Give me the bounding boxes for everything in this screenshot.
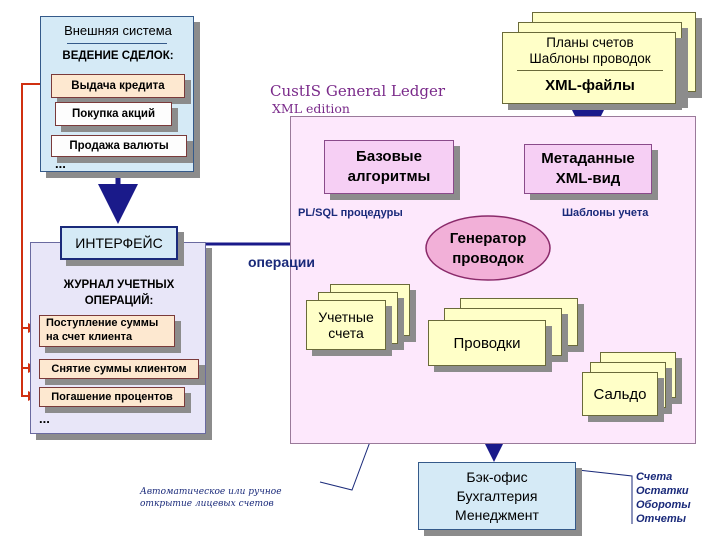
base-algorithms-box: Базовые алгоритмы [324, 140, 454, 194]
outputs-bracket [577, 469, 633, 524]
note-line: открытие лицевых счетов [140, 499, 274, 509]
external-operation: Выдача кредита [51, 74, 185, 98]
algorithms-line: Базовые [356, 148, 422, 165]
algorithms-line: алгоритмы [347, 168, 431, 185]
plsql-label: PL/SQL процедуры [298, 207, 403, 219]
backoffice-output: Остатки [636, 485, 689, 497]
generator-line: Генератор [450, 230, 526, 247]
journal-panel: ЖУРНАЛ УЧЕТНЫХ ОПЕРАЦИЙ: Поступление сум… [30, 242, 206, 434]
journal-operation: Погашение процентов [39, 387, 185, 407]
plans-divider [517, 70, 663, 71]
templates-label: Шаблоны учета [562, 207, 649, 219]
generator-shape [425, 215, 551, 281]
journal-more-indicator: ... [39, 411, 50, 426]
general-ledger-title: CustIS General Ledger [270, 82, 445, 100]
backoffice-output: Счета [636, 471, 673, 483]
plans-format: XML-файлы [545, 77, 635, 94]
metadata-box: Метаданные XML-вид [524, 144, 652, 194]
journal-operation-line: Поступление суммы [46, 317, 159, 329]
backoffice-line: Бэк-офис [466, 468, 528, 485]
external-system-panel: Внешняя система ВЕДЕНИЕ СДЕЛОК: Выдача к… [40, 16, 194, 172]
accounts-line: Учетные [318, 309, 374, 325]
balance-box: Сальдо [582, 372, 658, 416]
backoffice-outputs: Счета Остатки Обороты Отчеты [636, 470, 691, 526]
plans-box: Планы счетов Шаблоны проводок XML-файлы [502, 32, 676, 104]
external-system-subtitle: ВЕДЕНИЕ СДЕЛОК: [62, 50, 174, 62]
operations-label: операции [248, 254, 315, 270]
interface-box: ИНТЕРФЕЙС [60, 226, 178, 260]
plans-line: Шаблоны проводок [529, 51, 651, 66]
accounts-line: счета [328, 325, 364, 341]
general-ledger-subtitle: XML edition [272, 101, 350, 116]
accounts-opening-note: Автоматическое или ручное открытие лицев… [140, 486, 282, 510]
journal-title-line: ОПЕРАЦИЙ: [84, 295, 154, 307]
backoffice-output: Отчеты [636, 513, 687, 525]
note-line: Автоматическое или ручное [140, 487, 282, 497]
accounts-box: Учетные счета [306, 300, 386, 350]
backoffice-line: Бухгалтерия [456, 487, 538, 504]
external-more-indicator: ... [55, 156, 66, 171]
journal-operation: Снятие суммы клиентом [39, 359, 199, 379]
title-divider [67, 43, 167, 44]
backoffice-output: Обороты [636, 499, 691, 511]
journal-title-line: ЖУРНАЛ УЧЕТНЫХ [63, 279, 175, 291]
plans-line: Планы счетов [546, 35, 634, 50]
backoffice-box: Бэк-офис Бухгалтерия Менеджмент [418, 462, 576, 530]
posting-generator: Генератор проводок [425, 215, 551, 281]
backoffice-line: Менеджмент [455, 506, 539, 523]
external-operation: Покупка акций [55, 102, 172, 126]
metadata-line: Метаданные [541, 150, 635, 167]
metadata-line: XML-вид [555, 170, 621, 187]
journal-operation: Поступление суммы на счет клиента [39, 315, 175, 347]
generator-line: проводок [452, 250, 524, 267]
postings-box: Проводки [428, 320, 546, 366]
journal-title: ЖУРНАЛ УЧЕТНЫХ ОПЕРАЦИЙ: [31, 277, 207, 309]
external-operation: Продажа валюты [51, 135, 187, 157]
external-system-title: Внешняя система [64, 23, 172, 38]
journal-operation-line: на счет клиента [46, 331, 133, 343]
